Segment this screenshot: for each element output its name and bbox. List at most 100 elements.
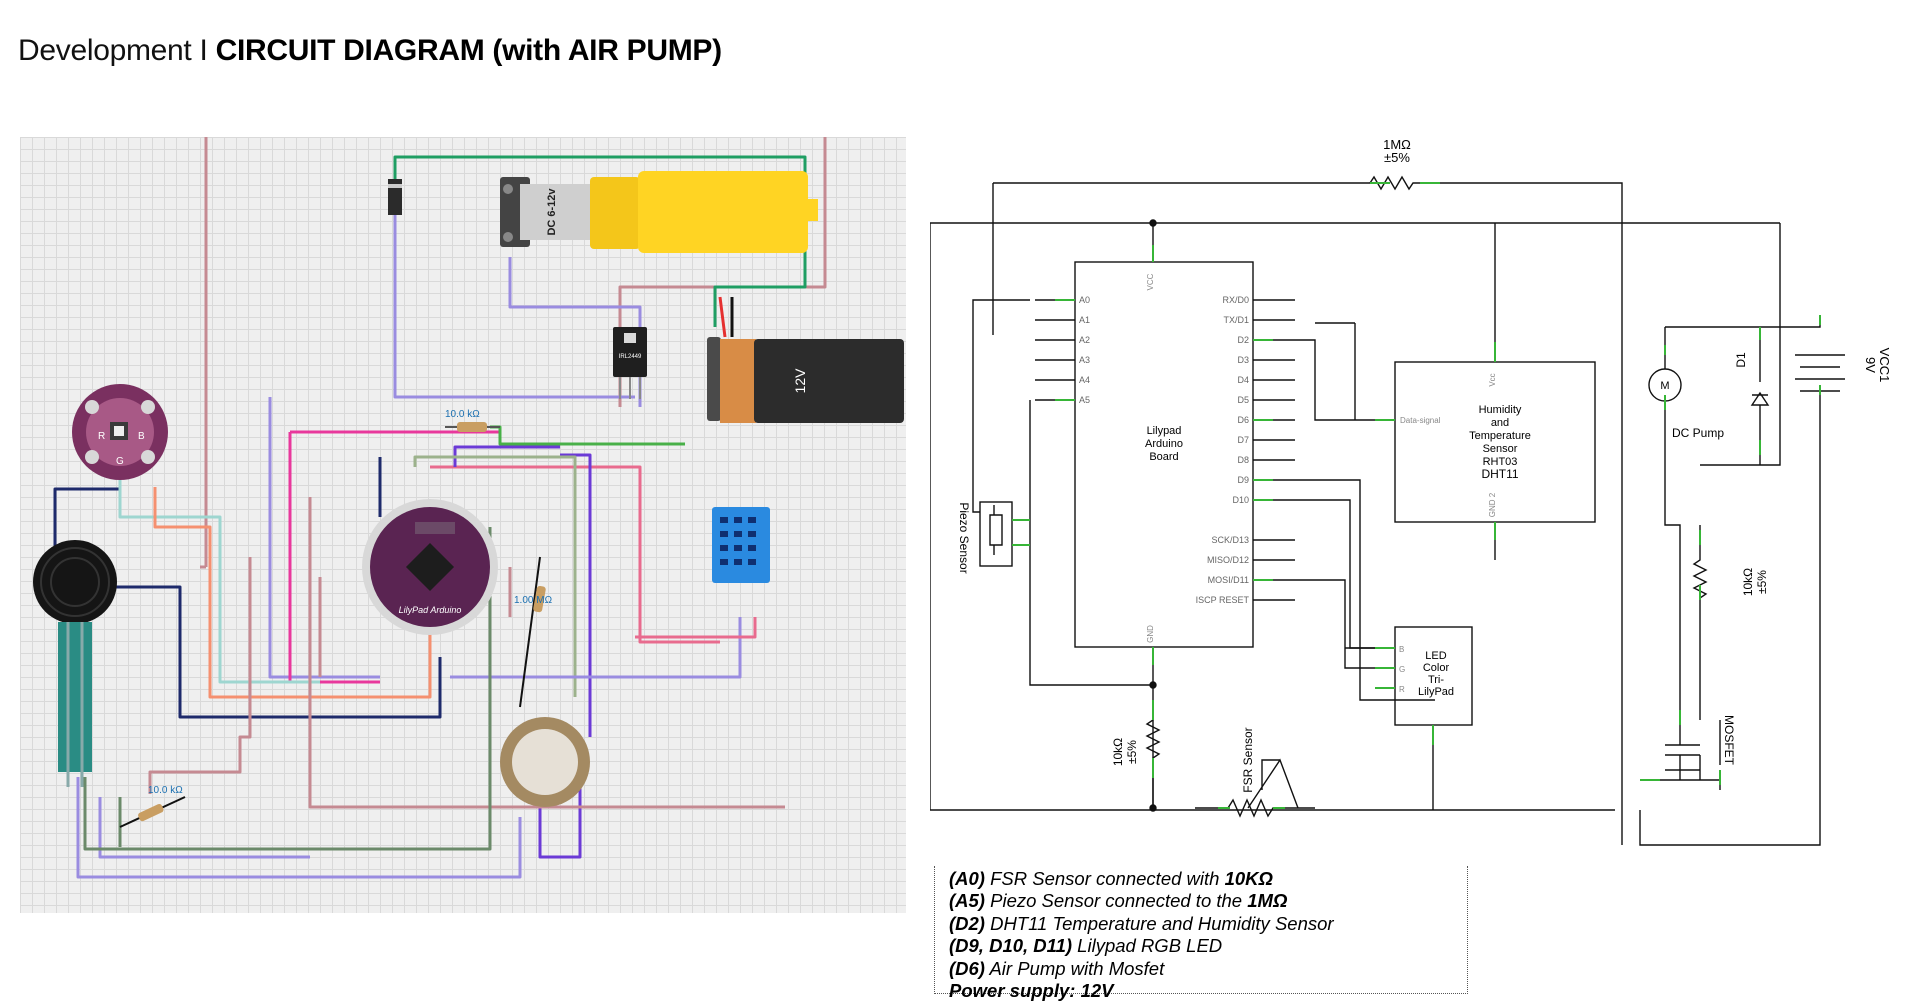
fsr-part <box>33 540 117 787</box>
note-line: Power supply: 12V <box>949 980 1467 1002</box>
sch-dht-l6: DHT11 <box>1481 467 1518 481</box>
sch-pin-a0: A0 <box>1079 295 1090 305</box>
sch-pin-d7: D7 <box>1237 435 1249 445</box>
sch-led-r: R <box>1399 685 1405 694</box>
sch-pin-tx: TX/D1 <box>1223 315 1249 325</box>
note-line: (D2) DHT11 Temperature and Humidity Sens… <box>949 913 1467 935</box>
sch-board-name1: Lilypad <box>1147 425 1182 437</box>
piezo-part <box>500 717 590 807</box>
sch-board-gnd: GND <box>1146 625 1155 643</box>
sch-left-pins: A0 A1 A2 A3 A4 A5 <box>1079 295 1090 405</box>
resistor-bottom: 10.0 kΩ <box>119 785 186 828</box>
resistor-top: 10.0 kΩ <box>445 409 500 432</box>
note-key: (D9, D10, D11) <box>949 935 1073 957</box>
note-key: Power supply: 12V <box>949 980 1114 1002</box>
sch-pump-m: M <box>1660 380 1669 392</box>
battery-label: 12V <box>792 368 808 394</box>
resistor-top-label: 10.0 kΩ <box>445 409 480 420</box>
sch-pin-reset: ISCP RESET <box>1196 595 1250 605</box>
sch-res-left-tol: ±5% <box>1125 740 1139 764</box>
note-key: (D2) <box>949 912 985 934</box>
sch-pin-d13: SCK/D13 <box>1211 535 1249 545</box>
sch-dht-gnd: GND 2 <box>1488 492 1497 517</box>
notes-box: (A0) FSR Sensor connected with 10KΩ (A5)… <box>934 866 1468 1001</box>
sch-piezo-label: Piezo Sensor <box>957 502 971 573</box>
sch-led-label: LED Color Tri- LilyPad <box>1418 650 1454 698</box>
sch-board-name2: Arduino <box>1145 438 1183 450</box>
note-line: (D9, D10, D11) Lilypad RGB LED <box>949 935 1467 957</box>
sch-led-l1: LED <box>1425 650 1446 662</box>
diode-part <box>388 179 402 215</box>
breadboard-svg: DC 6-12v IRL2449 12V <box>33 130 904 879</box>
sch-pin-d8: D8 <box>1237 455 1249 465</box>
sch-dht-label: Humidity and Temperature Sensor RHT03 DH… <box>1469 404 1531 481</box>
note-emph: 10KΩ <box>1224 868 1273 889</box>
page-title: Development I CIRCUIT DIAGRAM (with AIR … <box>18 34 722 68</box>
resistor-bottom-label: 10.0 kΩ <box>148 785 183 796</box>
sch-pin-a4: A4 <box>1079 375 1090 385</box>
sch-diode-label: D1 <box>1734 352 1748 368</box>
sch-pin-d5: D5 <box>1237 395 1249 405</box>
sch-led-b: B <box>1399 645 1404 654</box>
board-logo: LilyPad Arduino <box>399 605 462 615</box>
sch-vcc-name: VCC1 <box>1877 348 1892 383</box>
sch-pin-d12: MISO/D12 <box>1207 555 1249 565</box>
sch-board-name3: Board <box>1149 451 1178 463</box>
motor-label: DC 6-12v <box>546 188 558 236</box>
sch-pin-d10: D10 <box>1232 495 1249 505</box>
sch-pin-d3: D3 <box>1237 355 1249 365</box>
sch-fsr-label: FSR Sensor <box>1241 727 1255 792</box>
sch-res-right-tol: ±5% <box>1755 570 1769 594</box>
sch-led-l3: Tri- <box>1428 674 1444 686</box>
note-key: (D6) <box>949 957 985 979</box>
sch-vcc-volt: 9V <box>1863 357 1878 373</box>
sch-led-l4: LilyPad <box>1418 686 1454 698</box>
resistor-mid: 1.00 MΩ <box>514 556 553 708</box>
mosfet-part: IRL2449 <box>613 327 647 399</box>
sch-pin-a1: A1 <box>1079 315 1090 325</box>
sch-dht-l5: RHT03 <box>1483 456 1518 468</box>
note-key: (A5) <box>949 890 985 912</box>
led-pin-r: R <box>98 431 105 442</box>
sch-led-g: G <box>1399 665 1405 674</box>
sch-pin-d6: D6 <box>1237 415 1249 425</box>
led-pin-g: G <box>116 456 124 467</box>
battery-part: 12V <box>707 296 904 423</box>
note-line: (D6) Air Pump with Mosfet <box>949 958 1467 980</box>
schematic-view: 1MΩ ±5% Lilypad Arduino Board VCC GND A0… <box>929 125 1910 870</box>
note-emph: 1MΩ <box>1247 890 1288 912</box>
led-pin-b: B <box>138 431 145 442</box>
rgb-led-part: R B G <box>72 384 168 480</box>
note-text: DHT11 Temperature and Humidity Sensor <box>984 912 1334 934</box>
sch-board-vcc: VCC <box>1146 273 1155 290</box>
note-text: Lilypad RGB LED <box>1072 935 1223 957</box>
sch-dht-l3: Temperature <box>1469 430 1531 442</box>
lilypad-arduino-part: LilyPad Arduino <box>362 499 498 635</box>
title-light: Development I <box>18 34 216 67</box>
note-line: (A0) FSR Sensor connected with 10KΩ <box>949 868 1467 890</box>
sch-mosfet-label: MOSFET <box>1722 715 1736 766</box>
note-text: FSR Sensor connected with <box>984 868 1225 889</box>
sch-top-res-tol: ±5% <box>1384 150 1410 165</box>
note-key: (A0) <box>949 868 985 889</box>
mosfet-label: IRL2449 <box>619 354 642 360</box>
breadboard-view: DC 6-12v IRL2449 12V <box>20 130 906 913</box>
sch-dht-l2: and <box>1491 417 1509 429</box>
schematic-svg: 1MΩ ±5% Lilypad Arduino Board VCC GND A0… <box>929 137 1892 846</box>
sch-right-pins: RX/D0 TX/D1 D2 D3 D4 D5 D6 D7 D8 D9 D10 … <box>1196 295 1250 605</box>
sch-pin-a2: A2 <box>1079 335 1090 345</box>
sch-dht-l4: Sensor <box>1483 443 1518 455</box>
note-text: Air Pump with Mosfet <box>984 957 1165 979</box>
note-line: (A5) Piezo Sensor connected to the 1MΩ <box>949 890 1467 912</box>
sch-dht-l1: Humidity <box>1479 404 1522 416</box>
dc-motor-part: DC 6-12v <box>500 171 818 253</box>
title-bold: CIRCUIT DIAGRAM (with AIR PUMP) <box>215 34 723 67</box>
sch-res-left-value: 10kΩ <box>1111 738 1125 766</box>
sch-dht-data: Data-signal <box>1400 416 1441 425</box>
sch-pin-d11: MOSI/D11 <box>1208 575 1249 585</box>
sch-res-right-value: 10kΩ <box>1741 568 1755 596</box>
sch-dht-vcc: Vcc <box>1488 373 1497 386</box>
sch-pin-rx: RX/D0 <box>1222 295 1249 305</box>
sch-led-l2: Color <box>1423 662 1450 674</box>
sch-top-res-value: 1MΩ <box>1383 137 1411 152</box>
